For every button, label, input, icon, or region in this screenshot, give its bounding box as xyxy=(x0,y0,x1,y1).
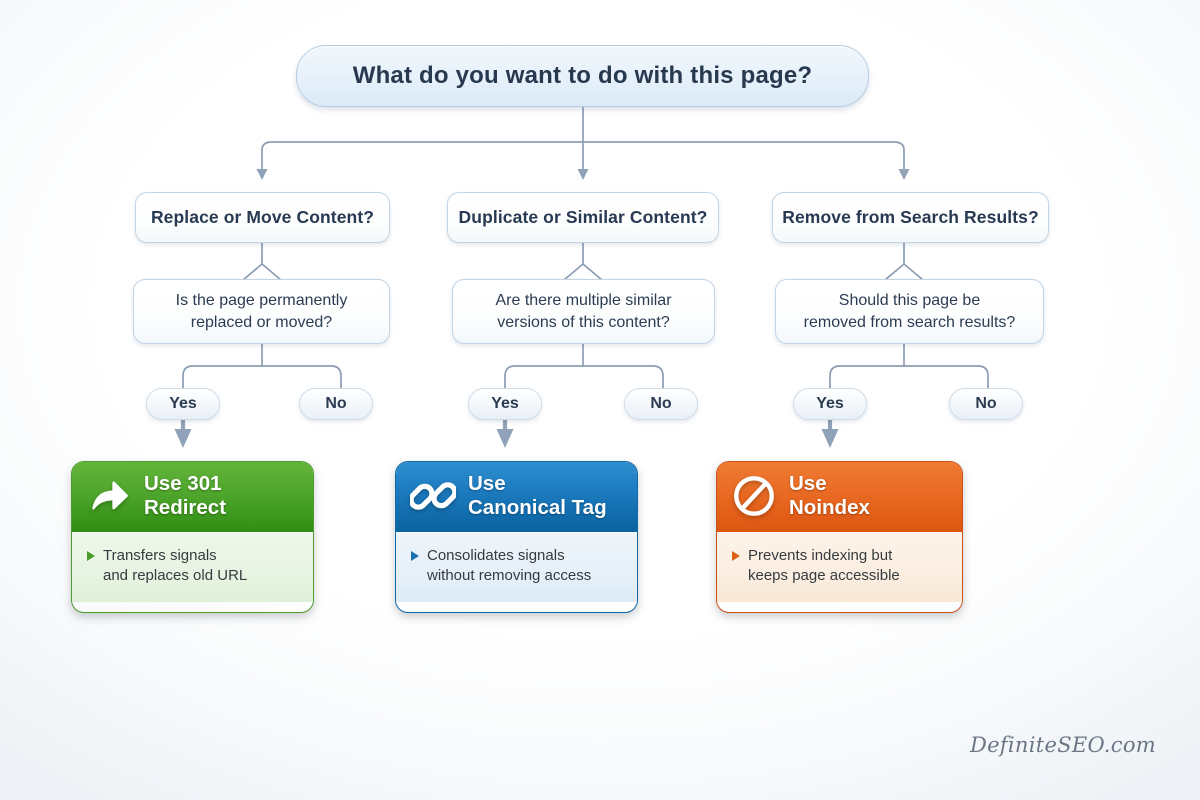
question-node-remove-from-results: Should this page be removed from search … xyxy=(775,279,1044,344)
answer-label: Yes xyxy=(816,395,844,412)
answer-pill-no-2[interactable]: No xyxy=(624,388,698,420)
result-card-301-redirect[interactable]: Use 301 Redirect Transfers signals and r… xyxy=(71,461,314,613)
result-bullet-text: Transfers signals and replaces old URL xyxy=(103,546,248,584)
category-node-replace-or-move[interactable]: Replace or Move Content? xyxy=(135,192,390,243)
question-text: Is the page permanently replaced or move… xyxy=(175,292,348,331)
page-title-node: What do you want to do with this page? xyxy=(296,45,869,107)
result-card-body: Consolidates signals without removing ac… xyxy=(396,531,637,603)
result-card-canonical-tag[interactable]: Use Canonical Tag Consolidates signals w… xyxy=(395,461,638,613)
category-node-duplicate-or-similar[interactable]: Duplicate or Similar Content? xyxy=(447,192,719,243)
question-node-multiple-versions: Are there multiple similar versions of t… xyxy=(452,279,715,344)
result-card-header: Use 301 Redirect xyxy=(72,462,313,532)
result-bullet-text: Consolidates signals without removing ac… xyxy=(427,546,592,584)
answer-label: Yes xyxy=(169,395,197,412)
question-text: Should this page be removed from search … xyxy=(803,292,1016,331)
result-heading: Use Canonical Tag xyxy=(468,472,607,519)
category-label: Replace or Move Content? xyxy=(150,207,375,227)
result-card-header: Use Canonical Tag xyxy=(396,462,637,532)
answer-pill-no-3[interactable]: No xyxy=(949,388,1023,420)
category-label: Remove from Search Results? xyxy=(782,207,1039,227)
triangle-bullet-icon xyxy=(87,550,95,561)
answer-pill-no-1[interactable]: No xyxy=(299,388,373,420)
result-card-noindex[interactable]: Use Noindex Prevents indexing but keeps … xyxy=(716,461,963,613)
answer-pill-yes-3[interactable]: Yes xyxy=(793,388,867,420)
answer-label: Yes xyxy=(491,395,519,412)
result-card-header: Use Noindex xyxy=(717,462,962,532)
curved-redirect-arrow-icon xyxy=(92,481,128,510)
question-node-permanent-replacement: Is the page permanently replaced or move… xyxy=(133,279,390,344)
result-heading: Use Noindex xyxy=(789,472,870,519)
chain-link-icon xyxy=(410,482,456,510)
answer-pill-yes-1[interactable]: Yes xyxy=(146,388,220,420)
result-bullet-text: Prevents indexing but keeps page accessi… xyxy=(748,546,900,584)
category-label: Duplicate or Similar Content? xyxy=(458,207,708,227)
triangle-bullet-icon xyxy=(411,550,419,561)
triangle-bullet-icon xyxy=(732,550,740,561)
result-card-body: Prevents indexing but keeps page accessi… xyxy=(717,531,962,603)
prohibition-sign-icon xyxy=(734,475,774,516)
result-heading: Use 301 Redirect xyxy=(144,472,227,519)
result-card-body: Transfers signals and replaces old URL xyxy=(72,531,313,603)
answer-label: No xyxy=(650,395,672,412)
watermark: DefiniteSEO.com xyxy=(969,733,1156,757)
answer-pill-yes-2[interactable]: Yes xyxy=(468,388,542,420)
answer-label: No xyxy=(325,395,347,412)
category-node-remove-from-search[interactable]: Remove from Search Results? xyxy=(772,192,1049,243)
answer-label: No xyxy=(975,395,997,412)
page-title: What do you want to do with this page? xyxy=(352,62,813,89)
question-text: Are there multiple similar versions of t… xyxy=(495,292,672,331)
